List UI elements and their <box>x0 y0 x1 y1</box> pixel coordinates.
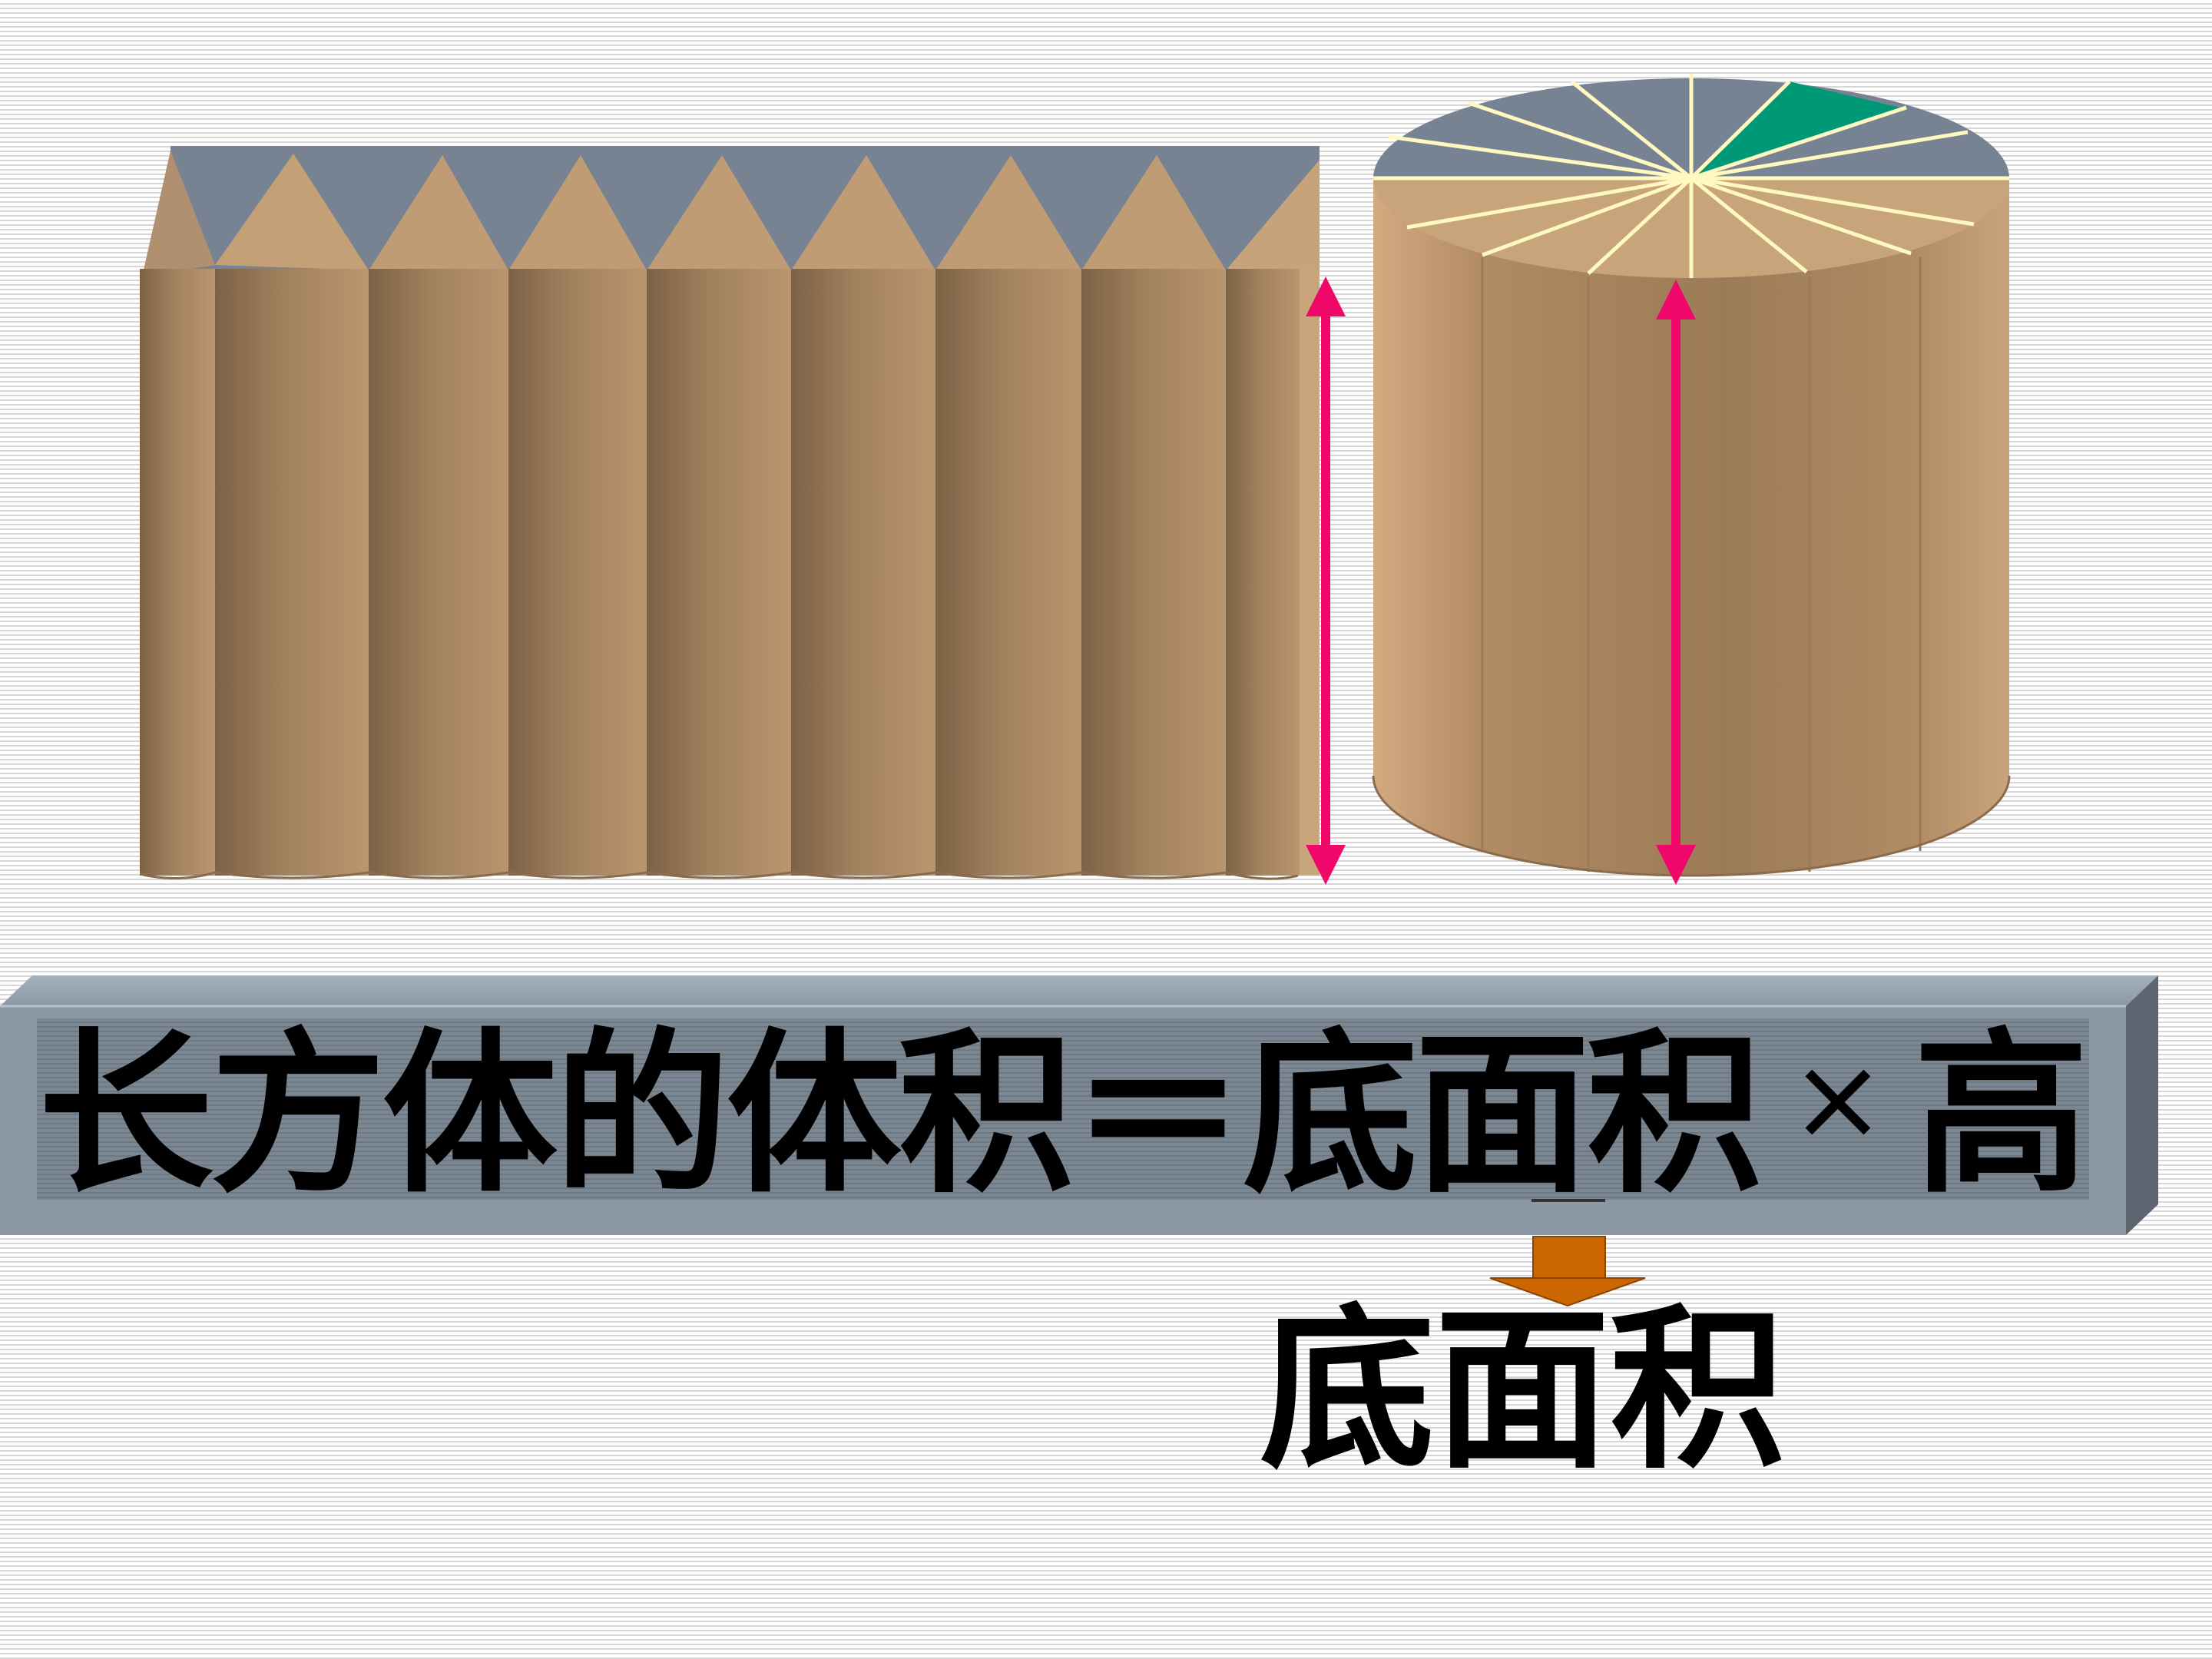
prism-side-strips <box>140 269 1320 876</box>
sector-lines <box>1373 74 2009 278</box>
cylinder-height-arrow-icon <box>1656 280 1696 885</box>
highlighted-sector <box>1691 81 1906 178</box>
formula-left-term: 长方体的体积 <box>38 1012 1074 1217</box>
rearranged-prism <box>139 146 1320 880</box>
formula-times: × <box>1790 1032 1886 1166</box>
volume-formula: 长方体的体积 ＝ 底面积 × 高 <box>38 995 2128 1217</box>
answer-label: 底面积 <box>1260 1288 1785 1492</box>
cylinder-body <box>1373 178 2009 876</box>
cylinder <box>1372 74 2011 877</box>
formula-base-area: 底面积 <box>1243 1012 1762 1217</box>
formula-equals: ＝ <box>1071 1012 1246 1217</box>
down-arrow-icon <box>1489 1199 1646 1307</box>
formula-bar <box>0 975 2158 1235</box>
formula-height: 高 <box>1913 1012 2089 1217</box>
prism-height-arrow-icon <box>1306 276 1346 885</box>
prism-top-wedges <box>142 151 1320 276</box>
